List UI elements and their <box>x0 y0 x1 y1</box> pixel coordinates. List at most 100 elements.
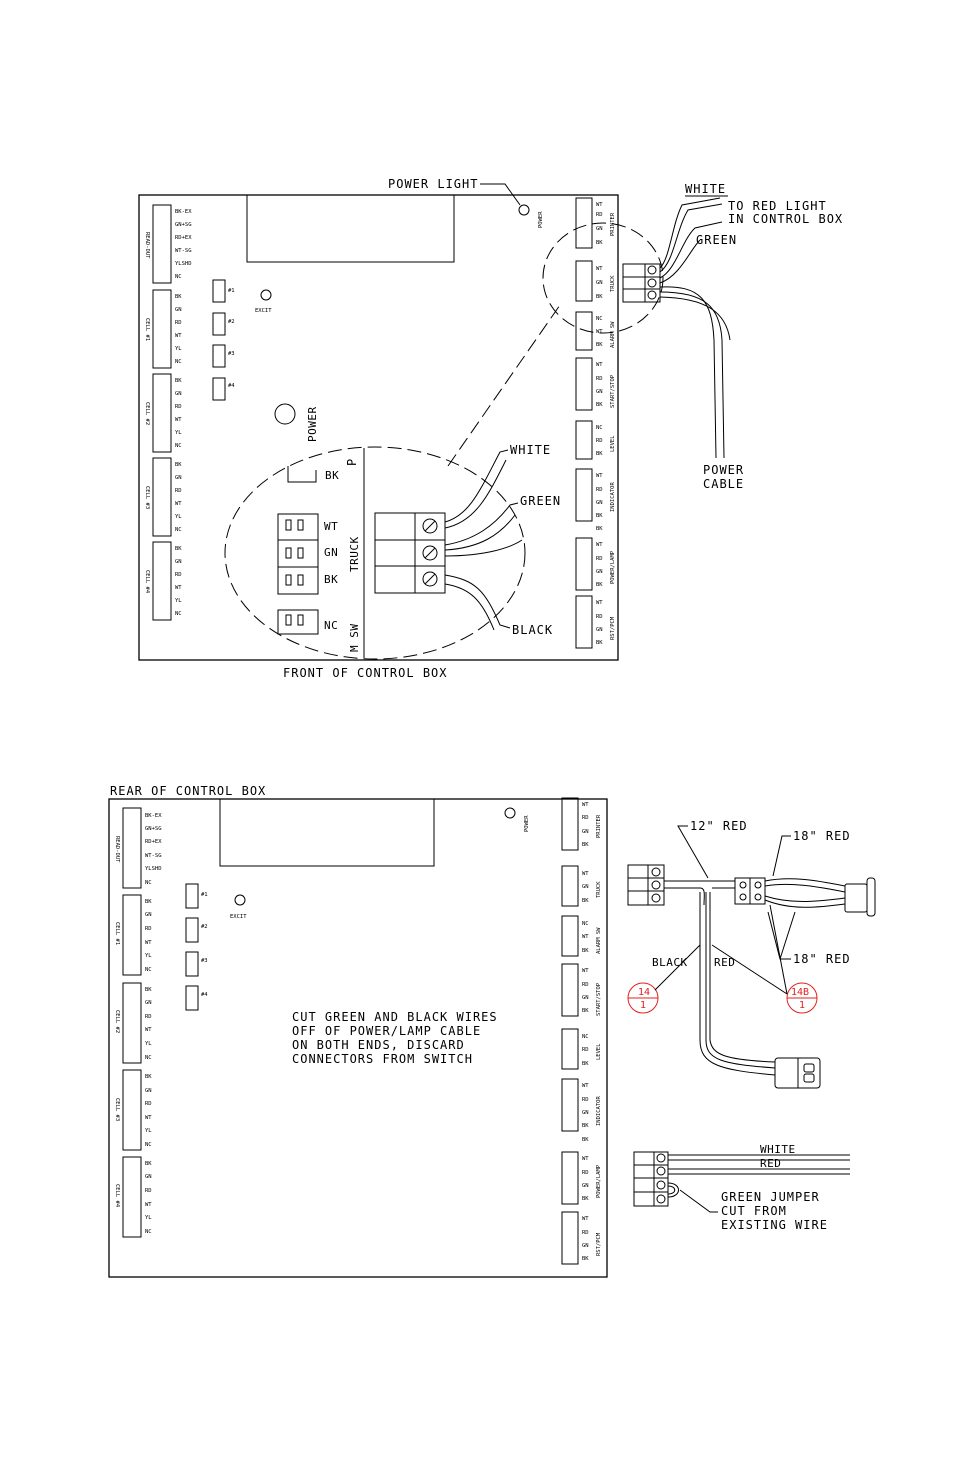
pin-label: BK <box>596 582 603 588</box>
pin-label: NC <box>145 880 152 886</box>
nc-terminal-partial <box>277 609 319 635</box>
rear-jumpers: #1 #2 #3 #4 <box>185 883 208 1011</box>
terminal-block-name: START/STOP <box>596 982 602 1016</box>
pin-label: RD <box>145 1101 152 1107</box>
pin-label: BK <box>596 342 603 348</box>
terminal-block-name: CELL #4 <box>114 1184 120 1208</box>
pin-label: BK <box>175 378 182 384</box>
terminal-block <box>122 1069 142 1151</box>
pin-label: WT <box>582 1083 589 1089</box>
green-label: GREEN <box>696 233 737 247</box>
pin-label: GN <box>582 1243 589 1249</box>
pin <box>297 614 304 626</box>
jumper-terminal-strip <box>633 1151 669 1207</box>
pin-label: WT <box>596 473 603 479</box>
screw-icon <box>651 893 661 903</box>
terminal-block <box>122 982 142 1064</box>
jumper-note-line: GREEN JUMPER <box>721 1190 820 1204</box>
pin-label: BK-EX <box>175 209 192 215</box>
pin <box>285 614 292 626</box>
detail-black-label: BLACK <box>512 623 553 637</box>
power-cable-wire <box>659 296 731 341</box>
bk-terminal-partial <box>287 466 317 483</box>
pin-label: GN <box>582 1183 589 1189</box>
terminal-block-name: RST/PCM <box>610 616 616 640</box>
pin-label: RD+EX <box>175 235 192 241</box>
terminal-block <box>561 1028 579 1070</box>
pin-label: RD+EX <box>145 839 162 845</box>
plug-pin <box>803 1063 815 1073</box>
pin-label: RD <box>175 572 182 578</box>
red-18-wire <box>764 878 846 887</box>
pin-label: GN <box>582 995 589 1001</box>
jumper-label: #2 <box>201 924 208 930</box>
red-12-label: 12" RED <box>690 819 748 833</box>
pin-label: WT <box>582 968 589 974</box>
green-wire-detail <box>444 502 519 546</box>
pin-label: GN <box>582 829 589 835</box>
terminal-block <box>575 468 593 522</box>
plug-pin <box>803 1073 815 1083</box>
pin-label: NC <box>596 425 603 431</box>
pin-label: WT <box>596 202 603 208</box>
terminal-block <box>575 420 593 460</box>
pin-label: BK <box>582 1008 589 1014</box>
rear-caption: REAR OF CONTROL BOX <box>110 784 266 798</box>
pin-label: WT <box>175 585 182 591</box>
jumper-block <box>185 985 199 1011</box>
red-18-wire <box>764 899 846 908</box>
black-wire-down <box>699 892 776 1076</box>
terminal-block <box>575 595 593 649</box>
terminal-block-name: INDICATOR <box>610 482 616 512</box>
rear-left-terminals: READ-OUT BK-EX GN+SG RD+EX WT-SG YLSHD N… <box>114 807 162 1238</box>
pin-label: GN <box>175 307 182 313</box>
in-control-box-label: IN CONTROL BOX <box>728 212 843 226</box>
pin-label: YL <box>145 1215 152 1221</box>
power-cable-wire <box>659 291 725 459</box>
black-label: BLACK <box>652 956 688 969</box>
pin-label: BK <box>145 987 152 993</box>
pin-label: WT <box>582 871 589 877</box>
terminal-block <box>575 537 593 591</box>
jumper-label: #1 <box>228 288 235 294</box>
black-wire <box>664 887 705 906</box>
terminal-strip-enlarged <box>374 512 446 594</box>
detail-green-label: GREEN <box>520 494 561 508</box>
pin <box>297 519 304 531</box>
pin-label: BK <box>175 294 182 300</box>
white-label: WHITE <box>685 182 726 196</box>
terminal-block-name: PRINTER <box>596 814 602 838</box>
pin-label: WT <box>582 1216 589 1222</box>
terminal-block-name: READ-OUT <box>144 232 150 259</box>
pin-label: BK <box>596 240 603 246</box>
red-18-wire <box>764 883 846 893</box>
pin-label: NC <box>175 443 182 449</box>
rear-right-terminals: WT RD GN BK PRINTER WT GN BK TRUCK NC WT… <box>561 797 602 1265</box>
screw-icon <box>656 1153 666 1163</box>
pin-label: RD <box>582 815 589 821</box>
pin-label: NC <box>596 316 603 322</box>
pin <box>285 547 292 559</box>
rocker-switch-icon <box>844 883 868 913</box>
green-wire <box>659 221 723 279</box>
pin-label: NC <box>582 1034 589 1040</box>
pin-label: BK <box>582 1137 589 1143</box>
pin-label: NC <box>145 1229 152 1235</box>
pin <box>297 547 304 559</box>
pin-label: BK <box>582 1061 589 1067</box>
tag-14-leader <box>654 944 701 991</box>
white-wire-detail <box>444 459 507 529</box>
screw-slot <box>424 573 436 585</box>
truck-connector-enlarged <box>277 513 319 595</box>
pin-label: WT <box>175 333 182 339</box>
terminal-block <box>561 865 579 907</box>
connector-crimp-icon <box>754 881 762 889</box>
pin-label: GN <box>145 1088 152 1094</box>
to-red-light-label: TO RED LIGHT <box>728 199 827 213</box>
jumper-note-line: EXISTING WIRE <box>721 1218 828 1232</box>
screw-slot <box>424 547 436 559</box>
screw-icon <box>422 518 438 534</box>
pin-label: BK <box>582 948 589 954</box>
screw-icon <box>656 1194 666 1204</box>
excit-label: EXCIT <box>255 308 272 314</box>
